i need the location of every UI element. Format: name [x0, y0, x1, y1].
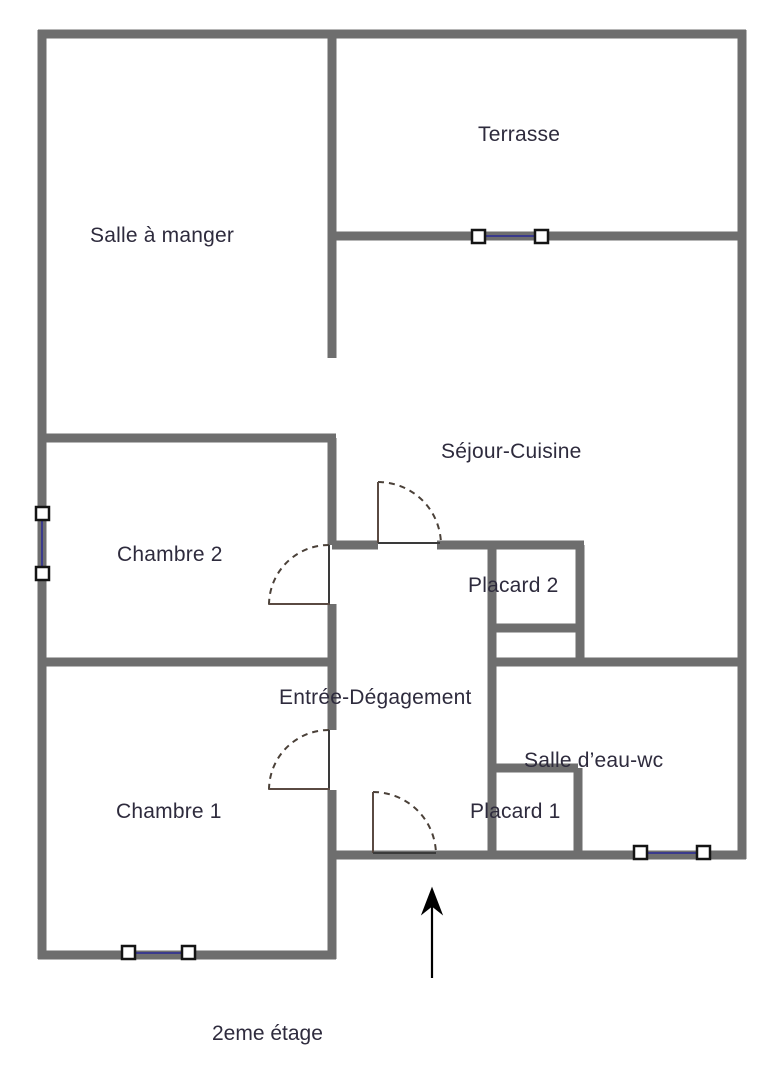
door-chambre2-swing	[268, 544, 330, 606]
room-label-placard-2: Placard 2	[468, 574, 559, 597]
room-label-salle-a-manger: Salle à manger	[90, 224, 235, 247]
room-label-terrasse: Terrasse	[478, 123, 561, 146]
room-label-salle-d-eau-wc: Salle d’eau-wc	[524, 749, 664, 772]
door-chambre2[interactable]	[268, 544, 330, 606]
room-label-placard-1: Placard 1	[470, 800, 561, 823]
door-sejour[interactable]	[377, 481, 442, 546]
door-chambre1[interactable]	[268, 729, 330, 791]
window-chambre1-south-frame-right	[180, 944, 197, 961]
door-chambre1-swing	[268, 729, 330, 791]
window-chambre2-west-frame-top	[34, 505, 51, 522]
door-entry[interactable]	[372, 791, 437, 856]
window-salledeau-south-frame-right	[695, 844, 712, 861]
window-terrasse-south-frame-left	[470, 228, 487, 245]
window-chambre2-west-frame-bottom	[34, 565, 51, 582]
entry-arrow	[420, 886, 444, 978]
plan-caption-floor: 2eme étage	[212, 1022, 323, 1045]
walls-group	[37, 29, 747, 960]
room-label-entree-degagement: Entrée-Dégagement	[279, 686, 472, 709]
window-terrasse-south[interactable]	[470, 228, 550, 245]
door-sejour-swing	[377, 481, 442, 546]
window-chambre2-west[interactable]	[34, 505, 51, 582]
windows-group	[34, 228, 712, 961]
room-label-chambre-1: Chambre 1	[116, 800, 222, 823]
window-terrasse-south-frame-right	[533, 228, 550, 245]
entry-arrow-head	[420, 886, 444, 916]
window-salledeau-south-frame-left	[632, 844, 649, 861]
window-chambre1-south-frame-left	[120, 944, 137, 961]
window-salledeau-south[interactable]	[632, 844, 712, 861]
window-chambre1-south[interactable]	[120, 944, 197, 961]
room-label-sejour-cuisine: Séjour-Cuisine	[441, 440, 582, 463]
room-label-chambre-2: Chambre 2	[117, 543, 223, 566]
door-entry-swing	[372, 791, 437, 856]
doors-group	[268, 481, 442, 856]
